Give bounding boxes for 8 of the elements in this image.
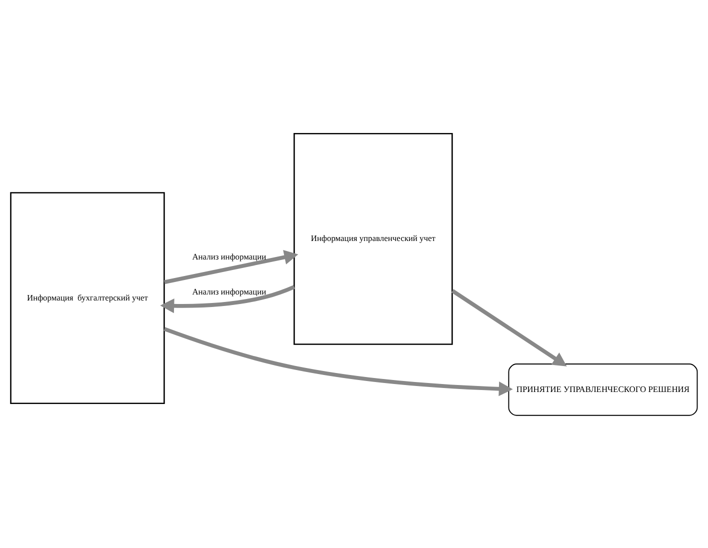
arrow (451, 288, 567, 366)
node-box: ПРИНЯТИЕ УПРАВЛЕНЧЕСКОГО РЕШЕНИЯ (508, 363, 698, 416)
edge-label: Анализ информации (192, 286, 266, 296)
arrow (164, 250, 298, 284)
edge-label: Анализ информации (192, 250, 266, 261)
node-box: Информация бухгалтерский учет (10, 192, 165, 404)
arrow (160, 284, 295, 313)
node-box: Информация управленческий учет (294, 132, 453, 344)
